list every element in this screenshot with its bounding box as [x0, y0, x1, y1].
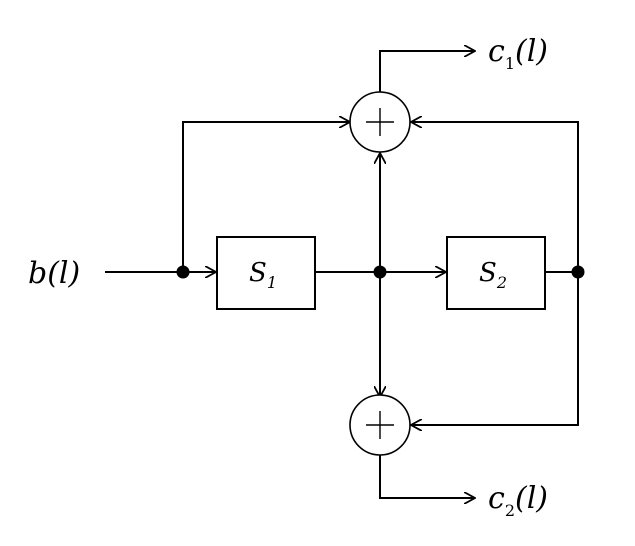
- s1-label: S1: [249, 258, 277, 292]
- s2-block: [446, 236, 546, 310]
- junction-dot-middle: [373, 265, 387, 279]
- s2-label: S2: [479, 258, 507, 292]
- input-label: b(l): [28, 256, 80, 291]
- s2-to-bottom-adder-wire: [411, 272, 579, 425]
- s2-to-top-adder-wire: [411, 122, 579, 272]
- output1-label: c1(l): [488, 34, 548, 73]
- junction-dot-right: [571, 265, 585, 279]
- input-to-top-adder-wire: [182, 122, 350, 272]
- junction-dot-input: [176, 265, 190, 279]
- output2-label: c2(l): [488, 481, 548, 520]
- top-adder-output-wire: [379, 51, 475, 92]
- bottom-adder: [349, 394, 411, 456]
- top-adder: [349, 91, 411, 153]
- bottom-adder-output-wire: [379, 455, 475, 498]
- s1-block: [216, 236, 316, 310]
